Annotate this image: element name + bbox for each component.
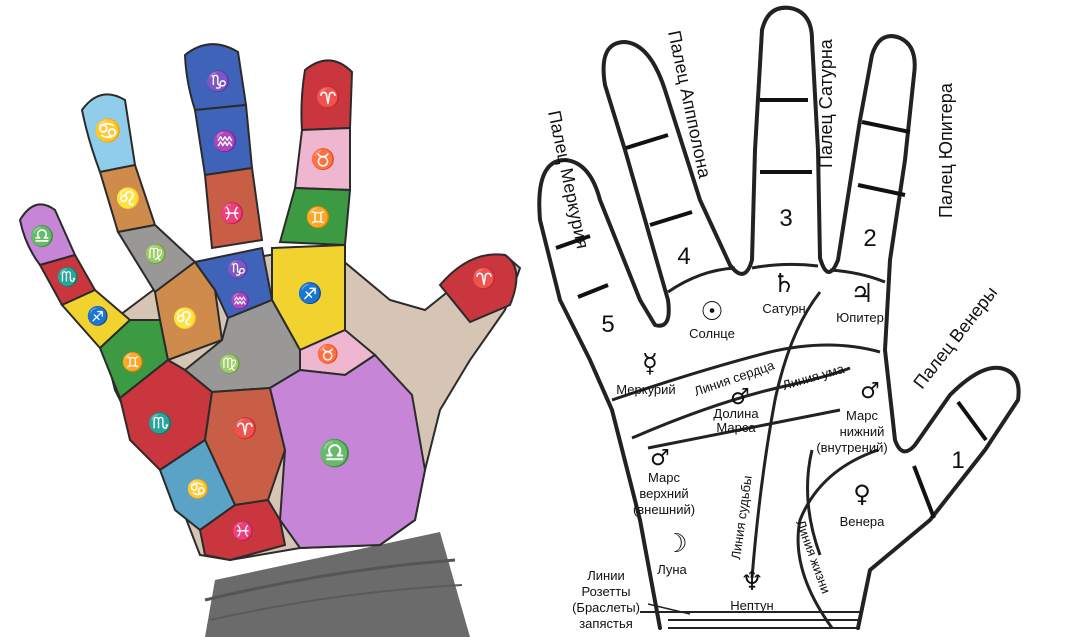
thumb-tip: [438, 253, 518, 324]
saturn-symbol: ♄: [772, 269, 795, 299]
sign-libra-little-tip: ♎: [30, 224, 55, 248]
sign-leo-palm: ♌: [173, 306, 198, 330]
label-mars-lower-1: Марс: [846, 408, 878, 423]
label-mars-lower-2: нижний: [840, 424, 885, 439]
label-sun: Солнце: [689, 326, 735, 341]
mercury-symbol: ☿: [642, 349, 658, 379]
life-line: [796, 448, 879, 629]
neptune-symbol: ♆: [740, 567, 763, 597]
label-mars-lower-3: (внутрений): [816, 440, 887, 455]
sign-gemini-index-base: ♊: [306, 205, 331, 229]
sign-taurus-index-mid: ♉: [311, 147, 336, 171]
label-neptune: Нептун: [730, 598, 773, 613]
sign-leo-ring-mid: ♌: [116, 186, 141, 210]
sign-cancer-palm: ♋: [187, 478, 209, 500]
middle-finger-base: [203, 166, 264, 250]
jupiter-symbol: ♃: [850, 279, 873, 309]
rascette-pointer: [647, 603, 691, 615]
finger-number-4: 4: [677, 243, 690, 270]
palmistry-hand: [537, 5, 1021, 630]
sign-aries-index-tip: ♈: [316, 85, 341, 109]
label-venus: Венера: [840, 514, 886, 529]
label-plain-mars-2: Марса: [716, 420, 756, 435]
mars-lower-symbol: ♂: [860, 379, 880, 404]
sign-pisces-palm: ♓: [232, 520, 254, 542]
head-line: [631, 366, 851, 440]
zodiac-hand: ♎ ♏ ♐ ♋ ♌ ♍ ♑ ♒ ♓ ♈ ♉ ♊ ♈ ♊ ♌ ♑ ♒ ♐ ♉ ♍ …: [18, 43, 522, 637]
sign-taurus-palm: ♉: [317, 343, 339, 365]
sign-scorpio-little-mid: ♏: [57, 266, 79, 288]
mars-upper-symbol: ♂: [650, 446, 670, 471]
label-mars-upper-1: Марс: [648, 470, 680, 485]
label-mercury: Меркурий: [616, 382, 675, 397]
palm-lines: [611, 262, 886, 629]
sign-aries-palm: ♈: [233, 416, 258, 440]
label-saturn-finger: Палец Сатурна: [816, 38, 836, 168]
fate-line: [750, 291, 822, 579]
mars-plain-symbol: ♂: [730, 385, 750, 410]
palm-region-libra: [268, 353, 427, 550]
sign-pisces-middle-base: ♓: [220, 201, 245, 225]
sun-symbol: ☉: [700, 297, 723, 327]
finger-base-arc: [667, 266, 736, 294]
label-jupiter: Юпитер: [836, 310, 884, 325]
label-head-line: Линия ума: [781, 361, 847, 393]
hand-outline: [537, 5, 1021, 630]
sign-sagittarius-little-base: ♐: [87, 305, 109, 327]
label-rascette-3: (Браслеты): [572, 600, 640, 615]
label-mars-upper-3: (внешний): [633, 502, 695, 517]
finger-number-1: 1: [951, 447, 964, 474]
label-saturn: Сатурн: [762, 301, 805, 316]
sign-aquarius-palm: ♒: [230, 291, 250, 310]
label-fate-line: Линия судьбы: [728, 475, 755, 561]
sign-capricorn-palm: ♑: [227, 258, 249, 280]
label-rascette-1: Линии: [587, 568, 625, 583]
sign-aries-thumb: ♈: [472, 266, 497, 290]
finger-number-5: 5: [601, 311, 614, 338]
plain-mars-line: [647, 408, 841, 450]
finger-joint-marks: [555, 98, 988, 519]
sign-sagittarius-palm: ♐: [298, 281, 323, 305]
sleeve: [205, 532, 470, 637]
label-mars-upper-2: верхний: [639, 486, 688, 501]
finger-number-3: 3: [779, 205, 792, 232]
sign-libra-palm: ♎: [319, 438, 351, 469]
label-moon: Луна: [657, 562, 687, 577]
venus-symbol: ♀: [853, 480, 871, 508]
sign-cancer-ring-tip: ♋: [94, 118, 121, 144]
heart-line: [611, 343, 881, 402]
finger-number-2: 2: [863, 225, 876, 252]
sign-gemini-palm: ♊: [122, 351, 144, 373]
sign-capricorn-middle-tip: ♑: [206, 69, 231, 93]
label-rascette-4: запястья: [579, 616, 633, 631]
mars-arc: [806, 449, 822, 556]
sign-virgo-palm: ♍: [219, 353, 241, 375]
sign-virgo-ring-base: ♍: [145, 243, 167, 265]
moon-symbol: ☽: [664, 529, 687, 559]
palm-region-pisces: [198, 498, 287, 562]
label-mercury-finger: Палец Меркурия: [544, 109, 593, 251]
label-rascette-2: Розетты: [581, 584, 630, 599]
sign-aquarius-middle-mid: ♒: [213, 129, 238, 153]
label-venus-finger: Палец Венеры: [909, 283, 1001, 393]
rascette-lines: [640, 611, 860, 629]
label-jupiter-finger: Палец Юпитера: [936, 82, 956, 218]
sign-scorpio-palm: ♏: [148, 411, 173, 435]
label-plain-mars-1: Долина: [713, 406, 759, 421]
